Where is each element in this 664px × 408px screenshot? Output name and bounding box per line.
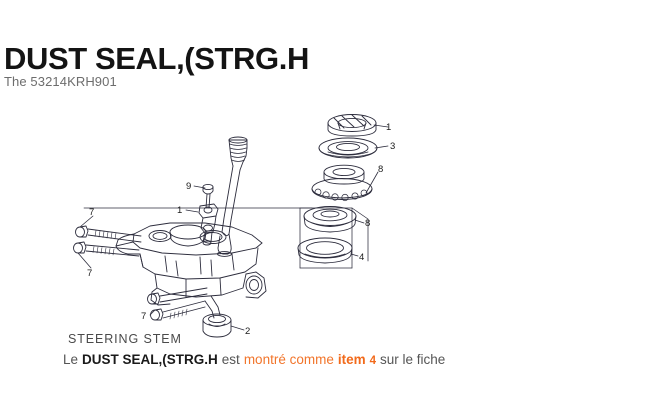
footnote-lead: Le (63, 352, 79, 367)
part-stem-nut-2 (202, 295, 232, 338)
callout-label-7-bottom: 7 (141, 311, 146, 322)
part-bearing-cone-3 (318, 137, 378, 159)
part-reference: The 53214KRH901 (4, 74, 117, 89)
callout-label-7-bottom-left: 7 (87, 268, 92, 279)
footnote-trailing: sur le fiche (380, 352, 446, 367)
callout-label-4: 4 (359, 252, 364, 263)
footnote-item-word: item (337, 352, 366, 367)
part-pinch-bolt-lower-7 (73, 241, 140, 257)
footnote-verb: est (221, 352, 240, 367)
callout-label-3: 3 (390, 141, 395, 152)
callout-label-2: 2 (245, 326, 250, 337)
part-lock-bolt-9 (202, 183, 214, 209)
callout-label-8-top: 8 (378, 164, 383, 175)
exploded-parts-diagram: 1 3 8 8 4 9 1 7 7 7 2 (0, 96, 420, 346)
callout-label-7-upper: 7 (89, 207, 94, 218)
callout-label-8-lower: 8 (365, 218, 370, 229)
callout-label-1-bracket: 1 (177, 205, 182, 216)
steering-stem-diagram-svg: 1 3 8 8 4 9 1 7 7 7 2 (73, 114, 395, 338)
part-lock-bracket-1 (198, 203, 219, 246)
part-triple-clamp (115, 222, 267, 306)
part-steering-stem-tube (217, 136, 248, 257)
footnote-shown-as: montré comme (243, 352, 334, 367)
part-top-race (327, 114, 377, 137)
part-bottom-pinch-bolt-7 (147, 287, 208, 321)
part-ball-bearing-upper-8 (311, 164, 373, 202)
callout-leader-lines (77, 124, 389, 331)
callout-labels: 1 3 8 8 4 9 1 7 7 7 2 (87, 122, 395, 337)
part-dust-seal-4 (297, 237, 353, 264)
part-pinch-bolt-upper-7 (75, 225, 142, 243)
callout-label-9: 9 (186, 181, 191, 192)
page-title: DUST SEAL,(STRG.H (4, 40, 309, 76)
parts-group-bracket (83, 207, 369, 269)
callout-label-1-top: 1 (386, 122, 391, 133)
part-ball-bearing-lower-8 (303, 206, 357, 233)
footnote-part-name: DUST SEAL,(STRG.H (82, 352, 218, 367)
footnote-item-number: 4 (369, 355, 377, 367)
diagram-caption: STEERING STEM (68, 332, 182, 346)
